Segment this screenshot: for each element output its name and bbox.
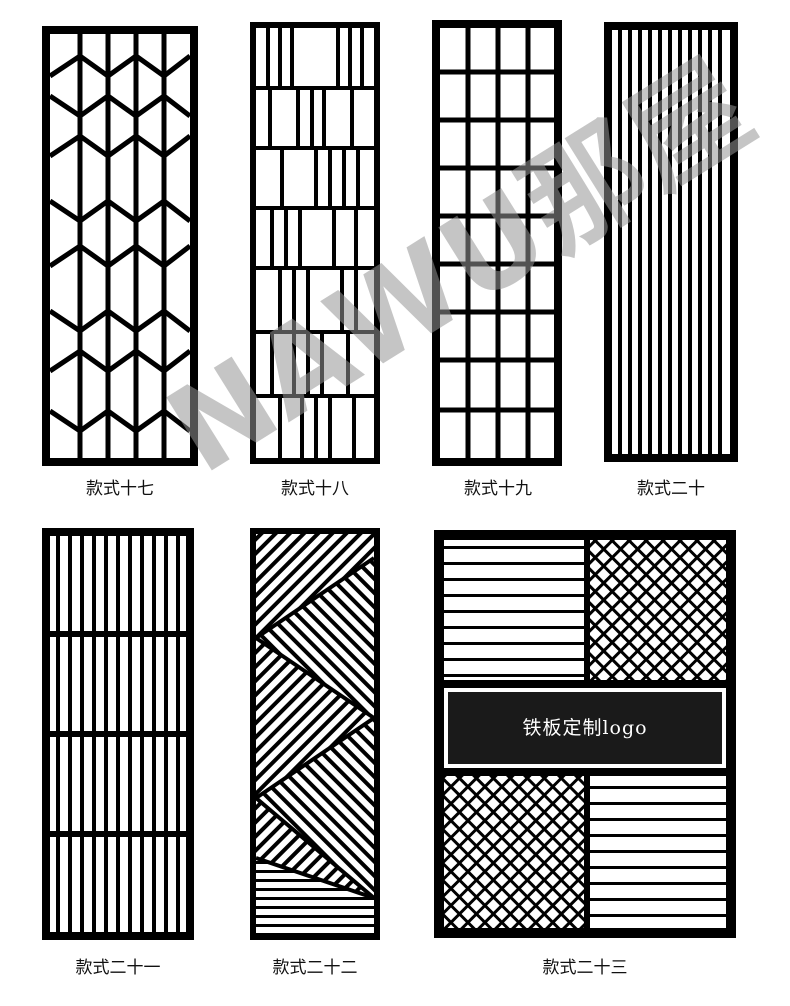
- caption-style-20: 款式二十: [637, 479, 705, 499]
- caption-style-19: 款式十九: [464, 479, 532, 499]
- custom-logo-banner-text: 铁板定制logo: [522, 717, 648, 739]
- screen-panel-style-23: 铁板定制logo: [434, 530, 736, 938]
- screen-panel-style-22: [250, 528, 380, 940]
- screen-panel-style-19: [432, 20, 562, 466]
- caption-style-22: 款式二十二: [272, 958, 358, 978]
- screen-panel-style-17: [42, 26, 198, 466]
- screen-panel-style-21: [42, 528, 194, 940]
- caption-style-21: 款式二十一: [75, 958, 161, 978]
- screen-panel-style-18: [250, 22, 380, 464]
- caption-style-23: 款式二十三: [542, 958, 628, 978]
- caption-style-18: 款式十八: [281, 479, 349, 499]
- screen-panel-style-20: [604, 22, 738, 462]
- caption-style-17: 款式十七: [86, 479, 154, 499]
